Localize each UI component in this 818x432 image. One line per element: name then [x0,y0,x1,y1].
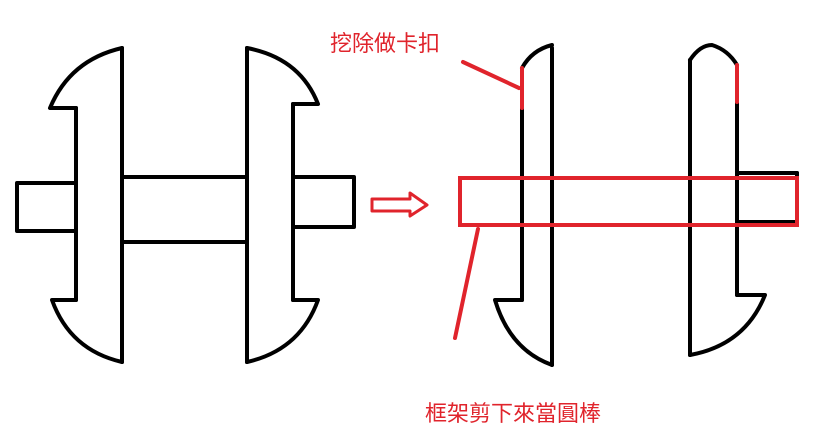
right-arrow-icon [370,191,429,218]
frame-rod-highlight [458,176,799,227]
original-left-bracket [48,46,124,364]
leader-line-clip [461,60,521,90]
modified-right-bracket [688,43,799,357]
original-right-bracket [245,46,320,364]
label-remove-for-clip: 挖除做卡扣 [330,32,441,57]
label-cut-frame-as-rod: 框架剪下來當圓棒 [425,402,602,427]
middle-bar [120,175,249,244]
leader-line-rod [453,227,480,340]
right-stub [291,175,356,229]
modified-left-bracket [493,43,554,367]
left-stub [15,181,78,233]
